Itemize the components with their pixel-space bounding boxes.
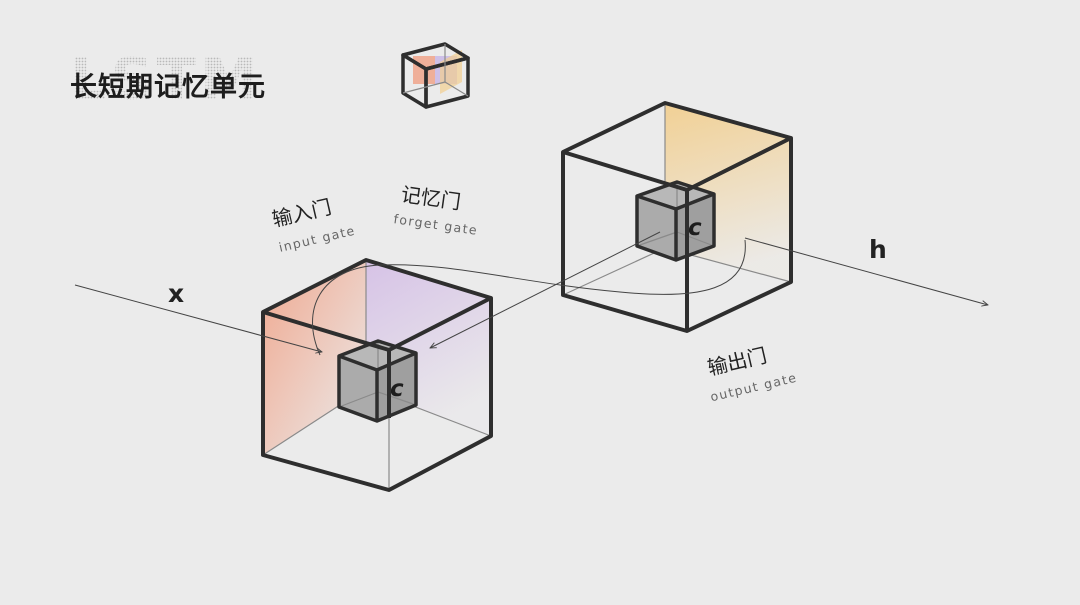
cell-state-label-left: c xyxy=(390,376,404,402)
output-arrow xyxy=(744,237,988,305)
gate-cube-left: c xyxy=(261,258,493,492)
input-gate-label-group: 输入门 input gate xyxy=(270,195,357,255)
forget-arrow xyxy=(430,231,661,348)
forget-gate-label: 记忆门 xyxy=(400,182,463,214)
flow-lines xyxy=(74,231,988,356)
cell-state-label-right: c xyxy=(688,215,702,241)
gate-cube-right: c xyxy=(561,101,793,333)
cell-state-cube-right xyxy=(635,180,716,262)
forget-gate-label-group: 记忆门 forget gate xyxy=(393,182,479,238)
input-arrow xyxy=(74,284,322,352)
output-gate-label: 输出门 xyxy=(705,343,769,380)
output-gate-label-group: 输出门 output gate xyxy=(705,343,798,404)
page-title: 长短期记忆单元 xyxy=(70,72,266,103)
input-variable-label: x xyxy=(168,279,184,308)
output-variable-label: h xyxy=(869,235,887,264)
cell-state-cube-left xyxy=(337,339,418,423)
cube-logo-icon xyxy=(401,42,470,109)
input-gate-face xyxy=(263,260,366,455)
lstm-watermark: LSTM xyxy=(70,45,262,113)
input-gate-label: 输入门 xyxy=(270,195,334,232)
forget-gate-sublabel: forget gate xyxy=(393,211,479,238)
recurrent-curve xyxy=(312,239,746,356)
